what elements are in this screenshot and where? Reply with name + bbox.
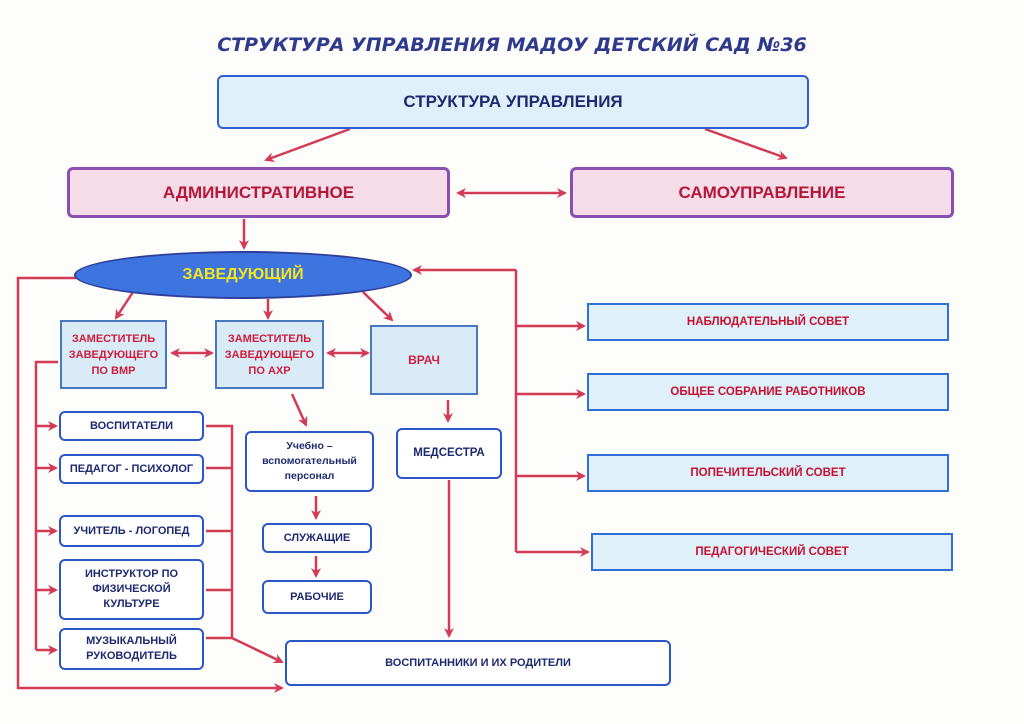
administrative-node: АДМИНИСТРАТИВНОЕ [67,167,450,218]
deputy-vmr-node: ЗАМЕСТИТЕЛЬ ЗАВЕДУЮЩЕГО ПО ВМР [60,320,167,389]
pedagogical-council-node: ПЕДАГОГИЧЕСКИЙ СОВЕТ [591,533,953,571]
self-governance-node: САМОУПРАВЛЕНИЕ [570,167,954,218]
trustee-board-node: ПОПЕЧИТЕЛЬСКИЙ СОВЕТ [587,454,949,492]
general-meeting-node: ОБЩЕЕ СОБРАНИЕ РАБОТНИКОВ [587,373,949,411]
pupils-parents-node: ВОСПИТАННИКИ И ИХ РОДИТЕЛИ [285,640,671,686]
workers-node: РАБОЧИЕ [262,580,372,614]
music-director-node: МУЗЫКАЛЬНЫЙ РУКОВОДИТЕЛЬ [59,628,204,670]
support-staff-node: Учебно – вспомогательный персонал [245,431,374,492]
page-title: СТРУКТУРА УПРАВЛЕНИЯ МАДОУ ДЕТСКИЙ САД №… [217,34,807,56]
pe-instructor-node: ИНСТРУКТОР ПО ФИЗИЧЕСКОЙ КУЛЬТУРЕ [59,559,204,620]
educators-node: ВОСПИТАТЕЛИ [59,411,204,441]
nurse-node: МЕДСЕСТРА [396,428,502,479]
head-node: ЗАВЕДУЮЩИЙ [74,251,412,299]
speech-therapist-node: УЧИТЕЛЬ - ЛОГОПЕД [59,515,204,547]
supervisory-board-node: НАБЛЮДАТЕЛЬНЫЙ СОВЕТ [587,303,949,341]
employees-node: СЛУЖАЩИЕ [262,523,372,553]
root-node: СТРУКТУРА УПРАВЛЕНИЯ [217,75,809,129]
doctor-node: ВРАЧ [370,325,478,395]
deputy-ahr-node: ЗАМЕСТИТЕЛЬ ЗАВЕДУЮЩЕГО ПО АХР [215,320,324,389]
psychologist-node: ПЕДАГОГ - ПСИХОЛОГ [59,454,204,484]
